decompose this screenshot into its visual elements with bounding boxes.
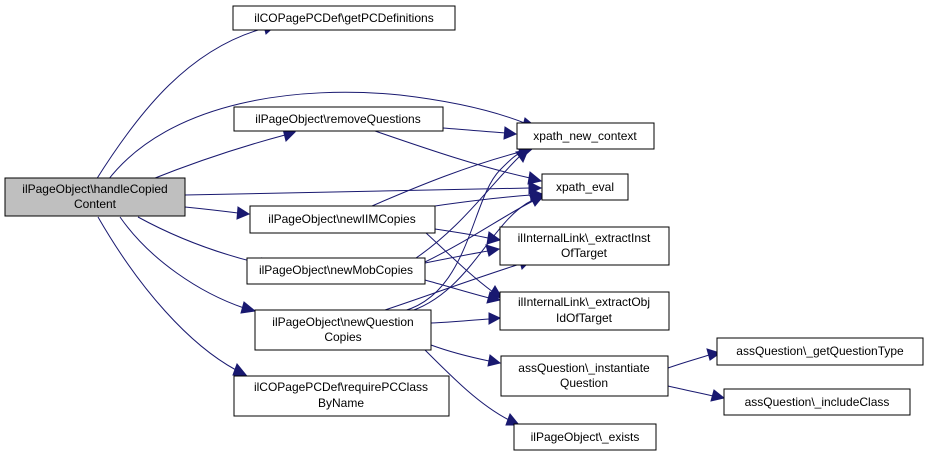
edge-removequestions-to-xpath-eval bbox=[374, 130, 543, 185]
edge-instantiatequestion-to-getquestiontype bbox=[667, 348, 722, 369]
node-new-iim-copies[interactable]: ilPageObject\newIIMCopies bbox=[249, 205, 436, 234]
node-new-question-copies[interactable]: ilPageObject\newQuestion Copies bbox=[254, 309, 432, 351]
node-label: assQuestion\_getQuestionType bbox=[736, 344, 904, 358]
edge-newquestioncopies-to-exists bbox=[424, 349, 521, 426]
node-get-pc-definitions[interactable]: ilCOPagePCDef\getPCDefinitions bbox=[232, 5, 456, 31]
node-label: xpath_new_context bbox=[533, 129, 637, 143]
edge-newmobcopies-to-extractobj bbox=[424, 279, 502, 304]
node-label: ilPageObject\newQuestion bbox=[272, 315, 413, 329]
edge-newmobcopies-to-extractinst bbox=[424, 244, 501, 264]
node-label: ilPageObject\newIIMCopies bbox=[268, 212, 415, 226]
edge-newiimcopies-to-extractinst bbox=[434, 228, 502, 245]
node-instantiate-question[interactable]: assQuestion\_instantiate Question bbox=[500, 355, 669, 397]
edge-removequestions-to-xpath-new-context bbox=[442, 126, 518, 140]
edge-handle-to-newquestioncopies bbox=[119, 216, 257, 314]
node-label: assQuestion\_includeClass bbox=[745, 395, 890, 409]
node-label: ilPageObject\handleCopied bbox=[22, 182, 167, 196]
edge-handle-to-newiimcopies bbox=[184, 206, 251, 220]
node-include-class[interactable]: assQuestion\_includeClass bbox=[723, 388, 911, 416]
node-label: ilCOPagePCDef\requirePCClass bbox=[254, 380, 428, 394]
node-label: ilInternalLink\_extractInst bbox=[518, 231, 651, 245]
node-label: ilPageObject\removeQuestions bbox=[255, 112, 420, 126]
node-handle-copied-content[interactable]: ilPageObject\handleCopied Content bbox=[4, 177, 186, 217]
node-xpath-eval[interactable]: xpath_eval bbox=[541, 173, 629, 201]
edge-instantiatequestion-to-includeclass bbox=[667, 385, 726, 402]
node-require-pc-class-by-name[interactable]: ilCOPagePCDef\requirePCClass ByName bbox=[233, 375, 450, 417]
node-label: Question bbox=[560, 376, 608, 390]
node-label: IdOfTarget bbox=[556, 311, 613, 325]
edge-newquestioncopies-to-instantiatequestion bbox=[430, 344, 502, 367]
node-get-question-type[interactable]: assQuestion\_getQuestionType bbox=[716, 337, 924, 366]
node-label: ByName bbox=[318, 396, 364, 410]
node-label: ilPageObject\_exists bbox=[531, 430, 640, 444]
node-exists[interactable]: ilPageObject\_exists bbox=[513, 423, 657, 451]
node-label: ilInternalLink\_extractObj bbox=[518, 295, 650, 309]
node-label: Content bbox=[74, 197, 117, 211]
node-label: ilCOPagePCDef\getPCDefinitions bbox=[254, 11, 433, 25]
edge-newquestioncopies-to-xpath-eval bbox=[404, 193, 546, 314]
node-label: ilPageObject\newMobCopies bbox=[259, 263, 413, 277]
node-label: assQuestion\_instantiate bbox=[518, 361, 650, 375]
edge-handle-to-getpcdefinitions bbox=[95, 21, 278, 181]
node-extract-obj-id-of-target[interactable]: ilInternalLink\_extractObj IdOfTarget bbox=[499, 291, 670, 331]
edge-handle-to-removequestions bbox=[149, 128, 296, 181]
node-extract-inst-of-target[interactable]: ilInternalLink\_extractInst OfTarget bbox=[499, 226, 670, 266]
edge-newquestioncopies-to-extractobj bbox=[430, 312, 502, 325]
node-xpath-new-context[interactable]: xpath_new_context bbox=[516, 122, 655, 150]
edge-handle-to-requirepcclassbyname bbox=[97, 216, 248, 376]
node-label: OfTarget bbox=[561, 246, 608, 260]
node-label: xpath_eval bbox=[556, 180, 614, 194]
node-new-mob-copies[interactable]: ilPageObject\newMobCopies bbox=[246, 257, 426, 285]
node-label: Copies bbox=[324, 330, 361, 344]
node-remove-questions[interactable]: ilPageObject\removeQuestions bbox=[233, 106, 444, 132]
